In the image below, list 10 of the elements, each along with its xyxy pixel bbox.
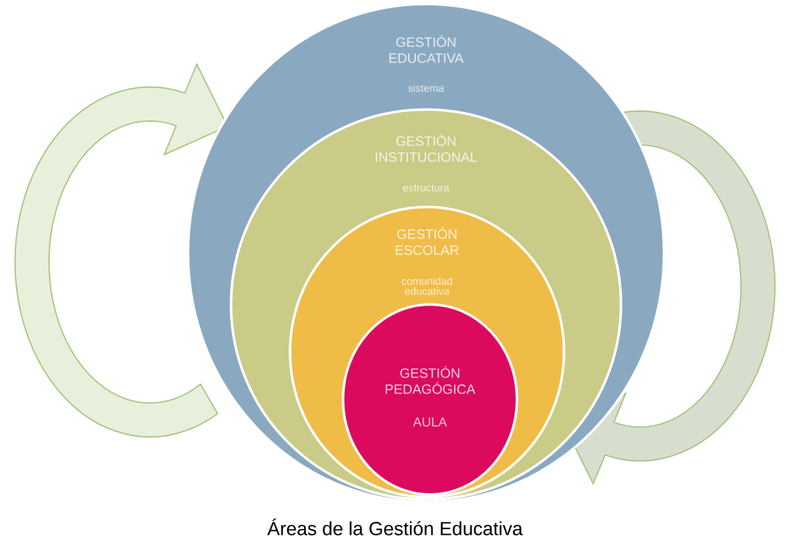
ring-ellipse [342,303,518,496]
ring-title: GESTIÓN ESCOLAR [396,227,459,255]
ring-title: GESTIÓN EDUCATIVA [390,35,464,63]
ring-subtitle: AULA [413,417,447,427]
ring-subtitle: sistema [408,84,444,92]
ring-title: GESTIÓN INSTITUCIONAL [376,134,477,162]
caption: Áreas de la Gestión Educativa [267,518,523,536]
ring-subtitle: estructura [403,184,450,192]
ring-subtitle: comunidad educativa [402,277,452,295]
ring-title: GESTIÓN PEDAGÓGICA [386,366,476,394]
